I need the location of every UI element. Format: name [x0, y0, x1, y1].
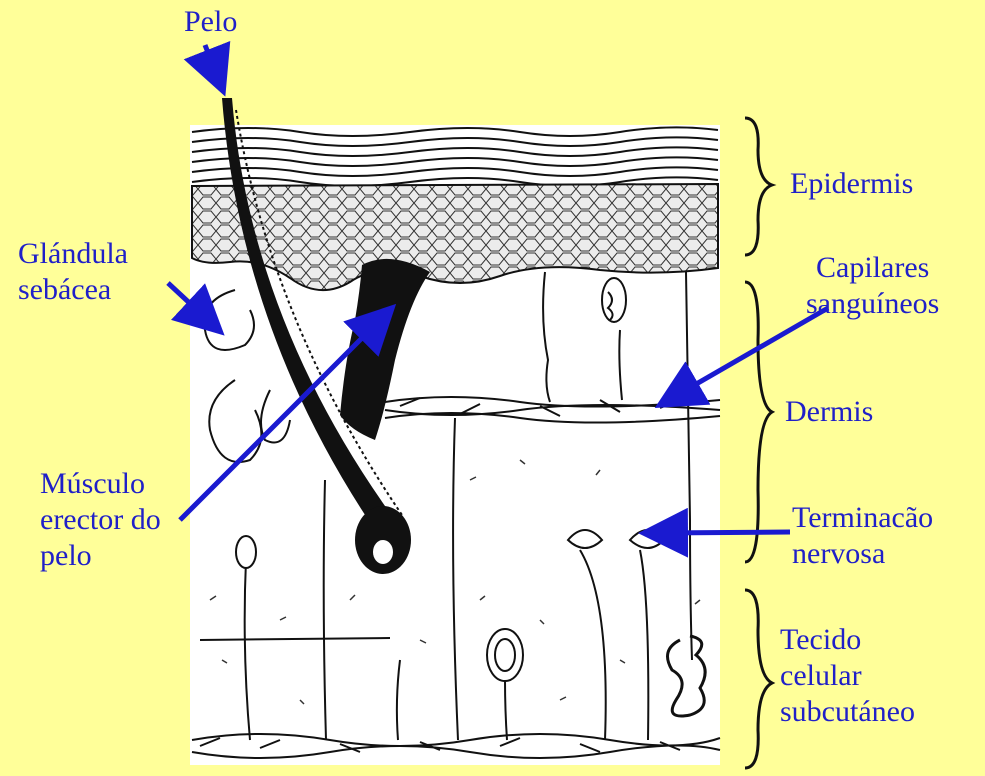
- label-dermis: Dermis: [785, 394, 873, 430]
- pelo-arrow: [205, 45, 218, 78]
- label-musculo-erector: Músculo erector do pelo: [40, 466, 161, 574]
- hair-papilla: [373, 540, 393, 564]
- label-glandula-sebacea: Glándula sebácea: [18, 236, 128, 308]
- layer-braces: [745, 118, 772, 768]
- label-capilares: Capilares sanguíneos: [806, 250, 939, 322]
- label-pelo: Pelo: [184, 4, 237, 40]
- terminacao-arrow: [658, 532, 790, 533]
- subcutaneous-brace: [745, 590, 772, 768]
- label-tecido: Tecido celular subcutáneo: [780, 622, 915, 730]
- dermis-brace: [745, 282, 772, 562]
- label-terminacao: Terminacão nervosa: [792, 500, 933, 572]
- epidermis-brace: [745, 118, 772, 255]
- label-epidermis: Epidermis: [790, 166, 913, 202]
